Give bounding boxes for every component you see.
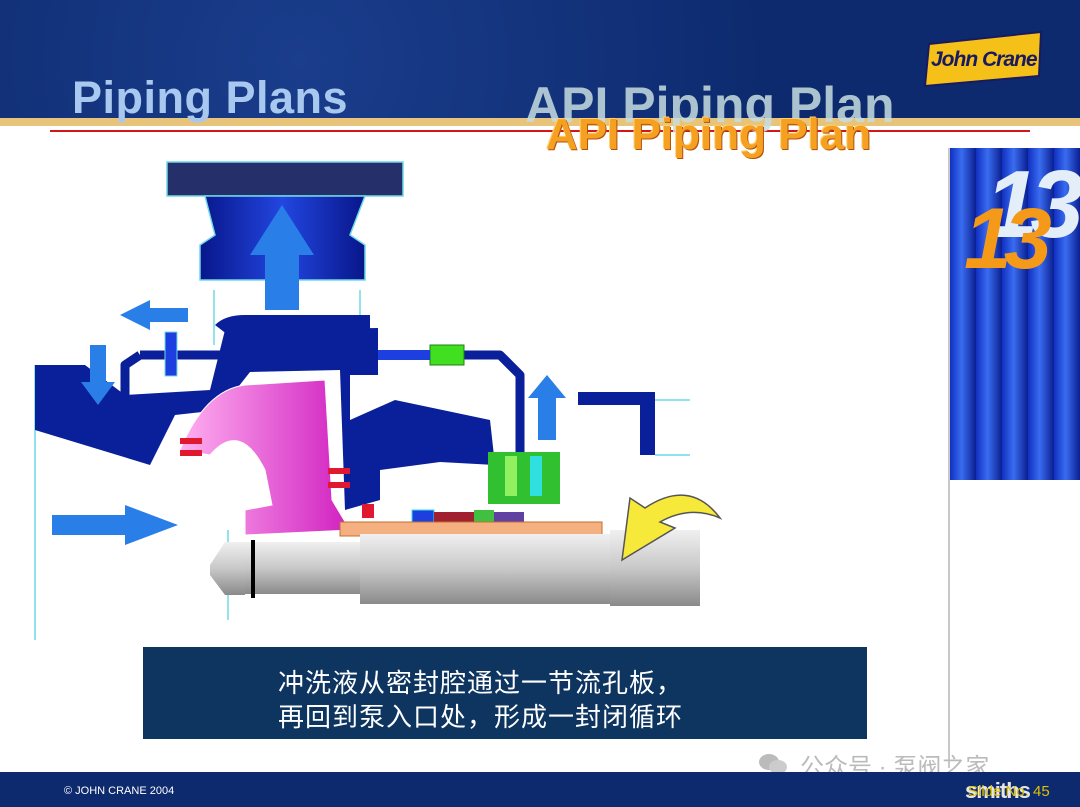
section-title: Piping Plans [72, 72, 348, 124]
caption-line-1: 冲洗液从密封腔通过一节流孔板， [278, 663, 683, 700]
logo-text: John Crane [931, 48, 1037, 72]
pipe-segment [378, 350, 430, 360]
piping-plan-diagram [0, 140, 945, 645]
shaft-sleeve [340, 522, 602, 536]
caption-line-2: 再回到泵入口处，形成一封闭循环 [278, 697, 683, 734]
orifice-icon [430, 345, 464, 365]
copyright-text: © JOHN CRANE 2004 [64, 785, 174, 797]
seal-gland-icon [488, 452, 560, 504]
plan-number-orange: 13 [964, 190, 1044, 289]
panel-divider [948, 148, 950, 768]
slide-number: Slide No. 45 [968, 783, 1050, 800]
bearing-bracket [578, 392, 655, 455]
pipe-flange-icon [165, 332, 177, 376]
